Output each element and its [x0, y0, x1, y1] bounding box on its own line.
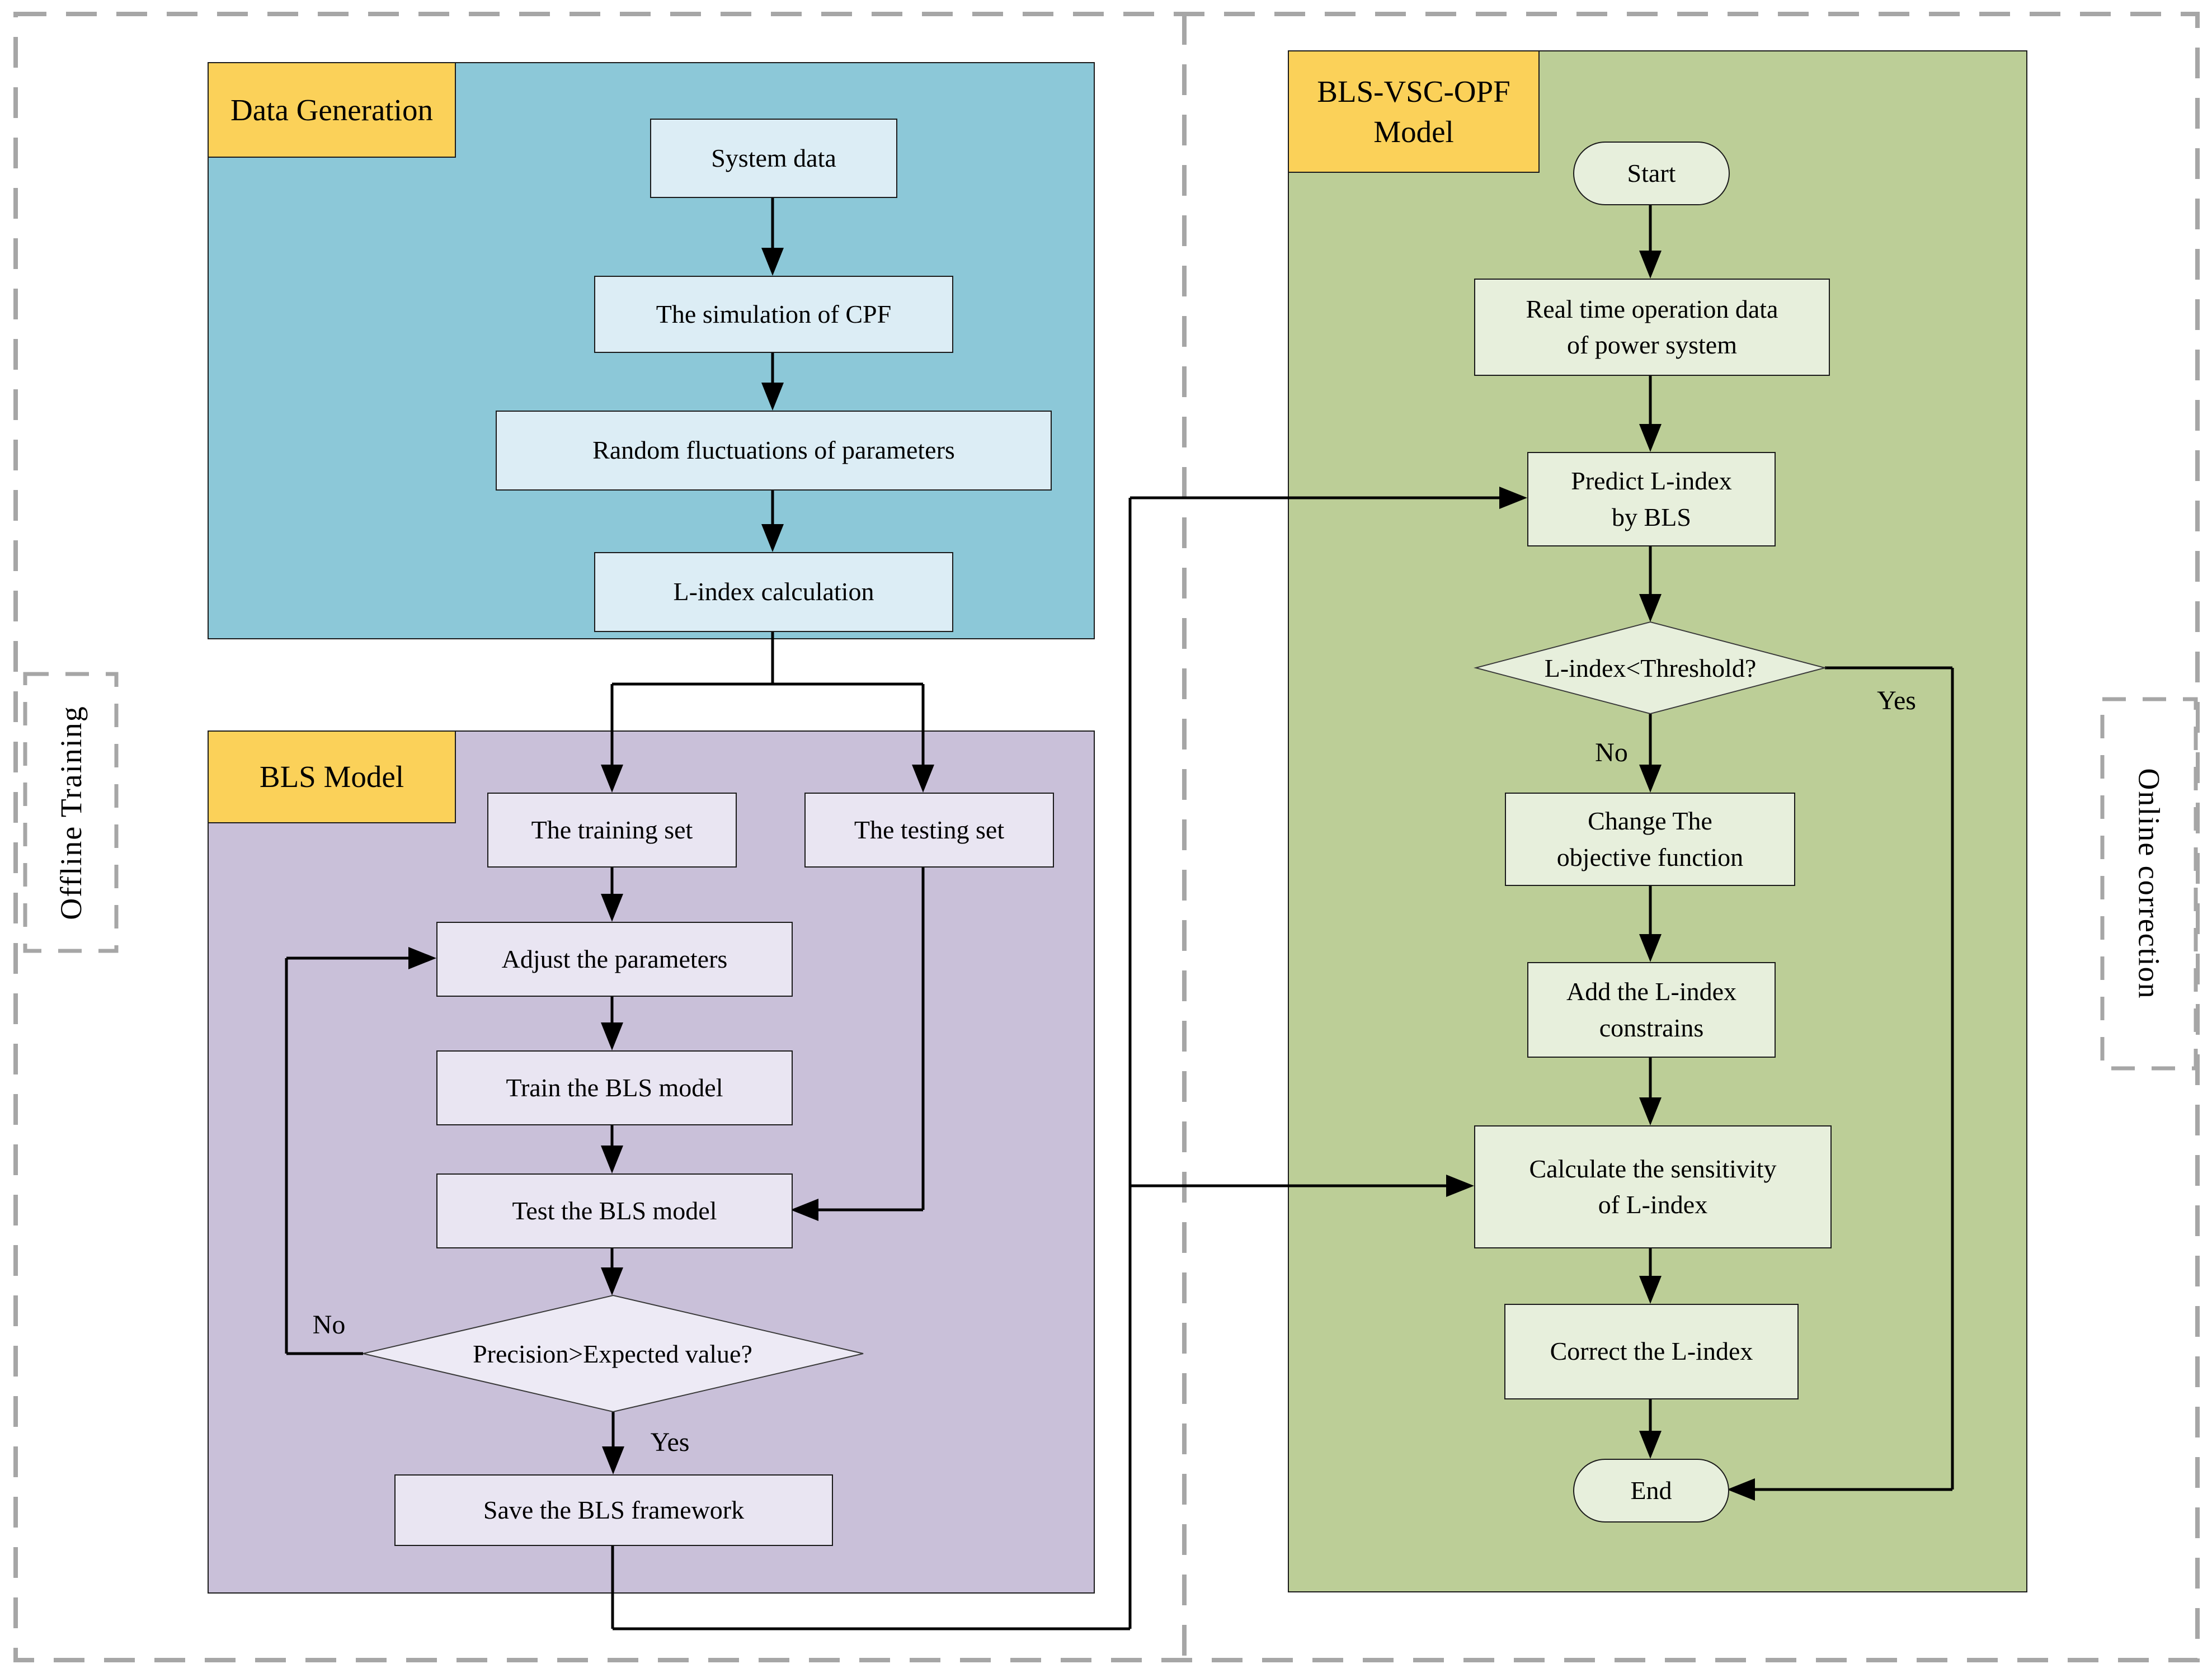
- predict-l-index-text: Predict L-index by BLS: [1571, 466, 1732, 531]
- bls-vsc-opf-label: BLS-VSC-OPF Model: [1288, 50, 1540, 173]
- flow-lines: [285, 196, 1954, 1630]
- start-node: Start: [1573, 142, 1730, 205]
- precision-decision-diamond: [363, 1294, 864, 1413]
- random-fluctuations-node: Random fluctuations of parameters: [496, 411, 1052, 491]
- adjust-parameters-node: Adjust the parameters: [436, 922, 793, 997]
- offline-label-box: [23, 672, 119, 953]
- testing-set-node: The testing set: [804, 793, 1054, 868]
- bls-model-label: BLS Model: [208, 730, 456, 823]
- simulation-cpf-node: The simulation of CPF: [594, 276, 953, 353]
- outer-dashed-border: [13, 12, 2200, 1662]
- realtime-data-node: Real time operation data of power system: [1474, 279, 1830, 376]
- online-label-box: [2100, 697, 2198, 1071]
- training-set-text: The training set: [531, 815, 693, 844]
- predict-l-index-node: Predict L-index by BLS: [1527, 452, 1776, 546]
- precision-decision-text: Precision>Expected value?: [392, 1326, 834, 1382]
- random-fluctuations-text: Random fluctuations of parameters: [592, 436, 955, 465]
- precision-no-label: No: [295, 1303, 363, 1346]
- add-constrains-node: Add the L-index constrains: [1527, 962, 1776, 1058]
- offline-training-text: Offline Training: [54, 705, 88, 920]
- train-bls-node: Train the BLS model: [436, 1050, 793, 1125]
- change-objective-node: Change The objective function: [1505, 793, 1795, 886]
- train-bls-text: Train the BLS model: [506, 1073, 723, 1102]
- bls-vsc-opf-label-text: BLS-VSC-OPF Model: [1317, 74, 1510, 149]
- start-text: Start: [1627, 158, 1676, 187]
- training-set-node: The training set: [487, 793, 737, 868]
- threshold-decision-label: L-index<Threshold?: [1544, 653, 1757, 682]
- test-bls-node: Test the BLS model: [436, 1173, 793, 1248]
- precision-yes-label: Yes: [635, 1421, 705, 1463]
- offline-training-label: Offline Training: [25, 674, 116, 951]
- adjust-parameters-text: Adjust the parameters: [501, 944, 728, 973]
- end-node: End: [1573, 1459, 1729, 1523]
- test-bls-text: Test the BLS model: [512, 1196, 717, 1225]
- bls-model-label-text: BLS Model: [259, 760, 404, 794]
- threshold-decision-diamond: [1474, 621, 1827, 715]
- threshold-yes-text: Yes: [1877, 685, 1916, 715]
- l-index-calculation-node: L-index calculation: [594, 552, 953, 632]
- data-generation-label: Data Generation: [208, 62, 456, 158]
- precision-no-text: No: [312, 1309, 346, 1340]
- online-correction-text: Online correction: [2132, 768, 2166, 1000]
- threshold-no-text: No: [1595, 737, 1628, 767]
- save-framework-text: Save the BLS framework: [483, 1495, 745, 1524]
- simulation-cpf-text: The simulation of CPF: [656, 299, 892, 328]
- bls-model-region: [208, 730, 1095, 1594]
- system-data-text: System data: [711, 143, 836, 172]
- calculate-sensitivity-text: Calculate the sensitivity of L-index: [1529, 1154, 1777, 1219]
- correct-l-index-text: Correct the L-index: [1550, 1337, 1753, 1366]
- realtime-data-text: Real time operation data of power system: [1526, 294, 1778, 359]
- threshold-yes-label: Yes: [1860, 679, 1933, 722]
- online-correction-label: Online correction: [2102, 699, 2196, 1068]
- precision-decision-label: Precision>Expected value?: [473, 1339, 752, 1368]
- arrowheads: [408, 248, 1755, 1501]
- testing-set-text: The testing set: [854, 815, 1005, 844]
- add-constrains-text: Add the L-index constrains: [1566, 977, 1737, 1042]
- correct-l-index-node: Correct the L-index: [1504, 1304, 1799, 1399]
- threshold-decision-text: L-index<Threshold?: [1482, 641, 1818, 695]
- calculate-sensitivity-node: Calculate the sensitivity of L-index: [1474, 1125, 1832, 1248]
- system-data-node: System data: [650, 119, 897, 198]
- threshold-no-label: No: [1576, 731, 1646, 774]
- precision-yes-text: Yes: [650, 1427, 690, 1457]
- data-generation-label-text: Data Generation: [230, 92, 433, 127]
- end-text: End: [1630, 1476, 1672, 1505]
- l-index-calculation-text: L-index calculation: [673, 577, 874, 606]
- change-objective-text: Change The objective function: [1556, 807, 1744, 871]
- save-framework-node: Save the BLS framework: [394, 1474, 833, 1546]
